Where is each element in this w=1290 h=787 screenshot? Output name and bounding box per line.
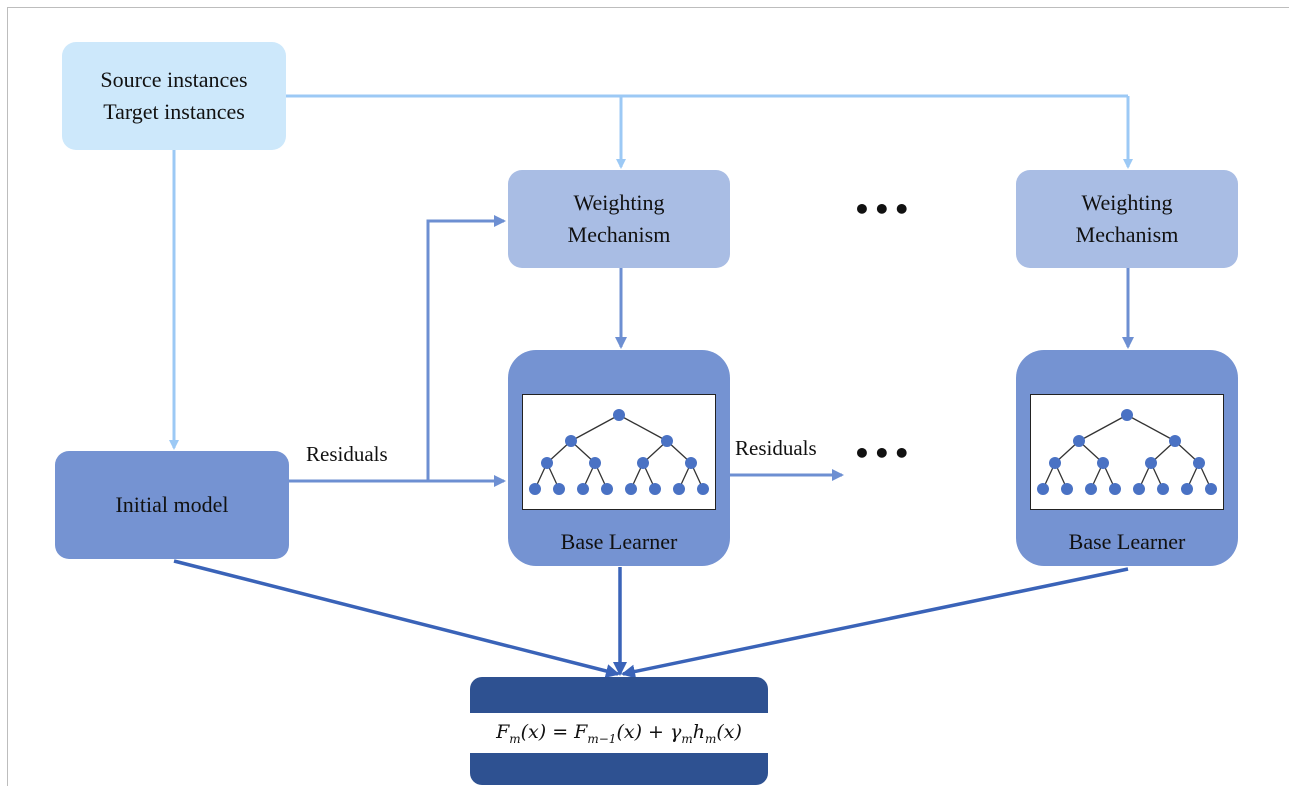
base-learner-box-1: Base Learner: [508, 350, 730, 566]
residuals-label-1: Residuals: [306, 442, 388, 466]
ellipsis-top: •••: [853, 193, 913, 226]
weighting-mechanism-box-2: Weighting Mechanism: [1016, 170, 1238, 268]
diagram-frame: [7, 7, 1289, 786]
mechanism-label: Mechanism: [567, 222, 671, 247]
base-learner-label: Base Learner: [1068, 529, 1186, 554]
target-instances-label: Target instances: [103, 99, 245, 124]
source-target-box: Source instances Target instances: [62, 42, 286, 150]
residual-arrows: [289, 215, 1134, 487]
residuals-label-2: Residuals: [735, 436, 817, 460]
initial-model-box: Initial model: [55, 451, 289, 559]
decision-tree-icon: [1030, 394, 1224, 510]
mechanism-label: Mechanism: [1075, 222, 1179, 247]
decision-tree-icon: [522, 394, 716, 510]
weighting-label: Weighting: [573, 190, 665, 215]
arrow-residual-to-weighting: [426, 215, 506, 481]
arrow-initial-to-final: [173, 559, 620, 678]
formula-text: Fm(x) = Fm−1(x) + γmhm(x): [496, 720, 742, 746]
ellipsis-middle: •••: [853, 437, 913, 470]
weighting-label: Weighting: [1081, 190, 1173, 215]
arrow-learner2-to-final: [621, 567, 1129, 679]
base-learner-label: Base Learner: [560, 529, 678, 554]
initial-model-label: Initial model: [115, 492, 229, 517]
source-feed-arrows: [169, 94, 1133, 450]
aggregation-arrows: [173, 559, 1129, 679]
base-learner-box-2: Base Learner: [1016, 350, 1238, 566]
ensemble-formula: Fm(x) = Fm−1(x) + γmhm(x): [470, 713, 768, 753]
weighting-mechanism-box-1: Weighting Mechanism: [508, 170, 730, 268]
source-instances-label: Source instances: [100, 67, 248, 92]
